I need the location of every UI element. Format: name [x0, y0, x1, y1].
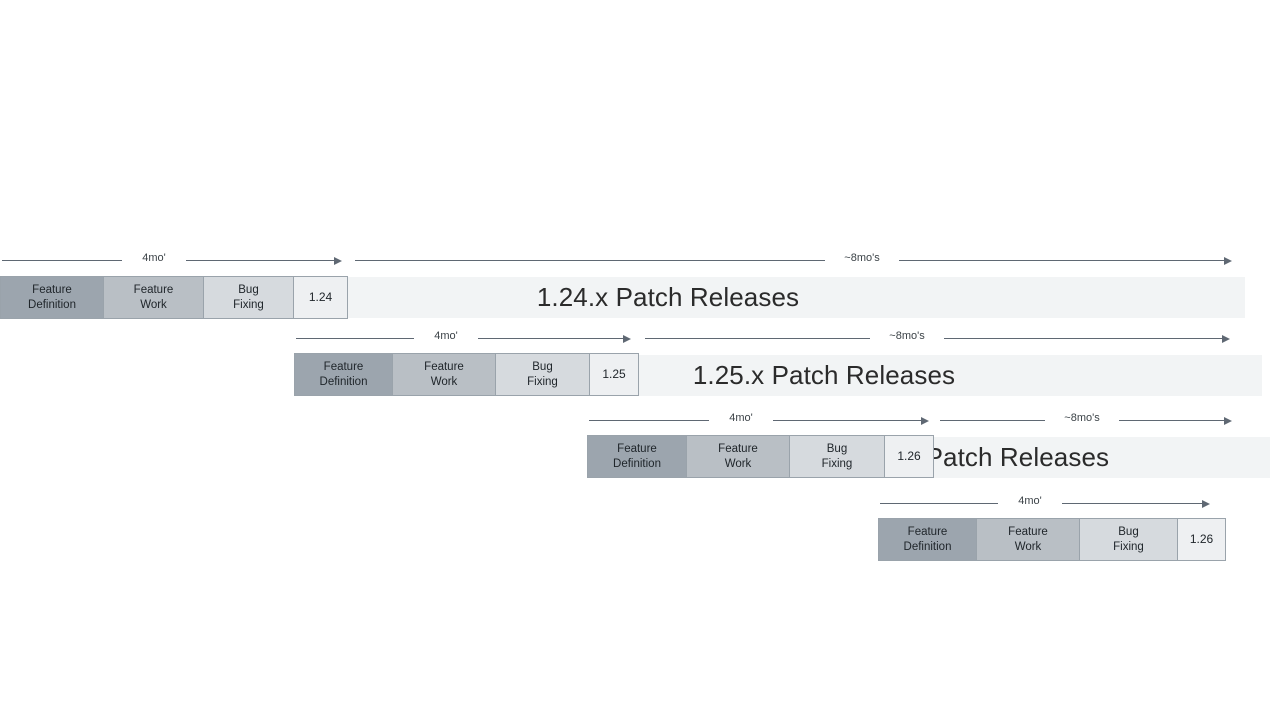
- phase-version-chip: 1.24: [293, 276, 348, 319]
- phase-version-chip-label: 1.26: [897, 449, 921, 464]
- measure-dev-duration-2: 4mo': [589, 410, 929, 432]
- measure-patch-duration-1: ~8mo's: [645, 328, 1230, 350]
- phase-bug-fixing-label-line2: Fixing: [1113, 540, 1144, 553]
- phase-version-chip-label: 1.26: [1189, 532, 1214, 547]
- measure-arrowhead-icon: [334, 256, 342, 265]
- measure-line-left: [940, 420, 1045, 421]
- phase-version-chip-label: 1.25: [602, 367, 626, 382]
- measure-line-left: [880, 503, 998, 504]
- phase-bug-fixing-label-line1: Bug: [238, 284, 259, 297]
- measure-line-right: [1119, 420, 1224, 421]
- measure-line-right: [899, 260, 1224, 261]
- phase-feature-work-label-line1: Feature: [424, 361, 464, 374]
- phase-bug-fixing-label-line2: Fixing: [527, 375, 558, 388]
- phase-feature-work-label-line2: Work: [1014, 540, 1042, 553]
- measure-line-left: [355, 260, 825, 261]
- phase-bug-fixing-label-line1: Bug: [1118, 526, 1139, 539]
- measure-label-dev-duration-0: 4mo': [142, 252, 166, 264]
- measure-patch-duration-0: ~8mo's: [355, 250, 1232, 272]
- phase-feature-definition-label-line2: Definition: [28, 298, 76, 311]
- patch-release-label: 1.24.x Patch Releases: [536, 282, 800, 312]
- measure-label-patch-duration-0: ~8mo's: [844, 252, 880, 264]
- phase-feature-work-label-line2: Work: [430, 375, 458, 388]
- measure-dev-duration-3: 4mo': [880, 493, 1210, 515]
- measure-label-dev-duration-1: 4mo': [434, 330, 458, 342]
- measure-label-patch-duration-1: ~8mo's: [889, 330, 925, 342]
- phase-version-chip: 1.25: [589, 353, 639, 396]
- measure-arrowhead-icon: [623, 334, 631, 343]
- phase-bug-fixing-label-line2: Fixing: [233, 298, 264, 311]
- measure-label-dev-duration-2: 4mo': [729, 412, 753, 424]
- measure-line-left: [2, 260, 122, 261]
- phase-version-chip: 1.26: [884, 435, 934, 478]
- measure-arrowhead-icon: [921, 416, 929, 425]
- measure-line-left: [296, 338, 414, 339]
- phase-version-chip-label: 1.24: [308, 290, 333, 305]
- phase-feature-definition-label-line1: Feature: [907, 526, 948, 539]
- phase-feature-work-label-line1: Feature: [133, 284, 174, 297]
- measure-line-right: [478, 338, 623, 339]
- measure-arrowhead-icon: [1224, 416, 1232, 425]
- phase-feature-definition-label-line2: Definition: [319, 375, 368, 388]
- measure-patch-duration-2: ~8mo's: [940, 410, 1232, 432]
- phase-feature-definition-label-line2: Definition: [903, 540, 952, 553]
- measure-label-patch-duration-2: ~8mo's: [1064, 412, 1100, 424]
- measure-line-right: [944, 338, 1222, 339]
- phase-feature-work-label-line1: Feature: [1008, 526, 1048, 539]
- measure-arrowhead-icon: [1222, 334, 1230, 343]
- phase-feature-definition-label-line1: Feature: [32, 284, 72, 297]
- phase-feature-definition-label-line1: Feature: [617, 443, 657, 456]
- measure-line-right: [186, 260, 334, 261]
- measure-label-dev-duration-3: 4mo': [1018, 495, 1042, 507]
- phase-bug-fixing-label-line1: Bug: [532, 361, 553, 374]
- phase-feature-work-label-line1: Feature: [718, 443, 758, 456]
- patch-release-label: 1.25.x Patch Releases: [692, 360, 956, 390]
- measure-line-left: [645, 338, 870, 339]
- phase-feature-definition-label-line2: Definition: [613, 457, 661, 470]
- phase-bug-fixing-label-line1: Bug: [826, 443, 848, 456]
- measure-arrowhead-icon: [1224, 256, 1232, 265]
- phase-feature-work-label-line2: Work: [724, 457, 752, 470]
- phase-feature-work-label-line2: Work: [140, 298, 167, 311]
- measure-line-right: [773, 420, 921, 421]
- measure-line-left: [589, 420, 709, 421]
- phase-feature-definition-label-line1: Feature: [323, 361, 364, 374]
- measure-arrowhead-icon: [1202, 499, 1210, 508]
- measure-dev-duration-1: 4mo': [296, 328, 631, 350]
- measure-line-right: [1062, 503, 1202, 504]
- phase-version-chip: 1.26: [1177, 518, 1226, 561]
- phase-bug-fixing-label-line2: Fixing: [821, 457, 853, 470]
- measure-dev-duration-0: 4mo': [2, 250, 342, 272]
